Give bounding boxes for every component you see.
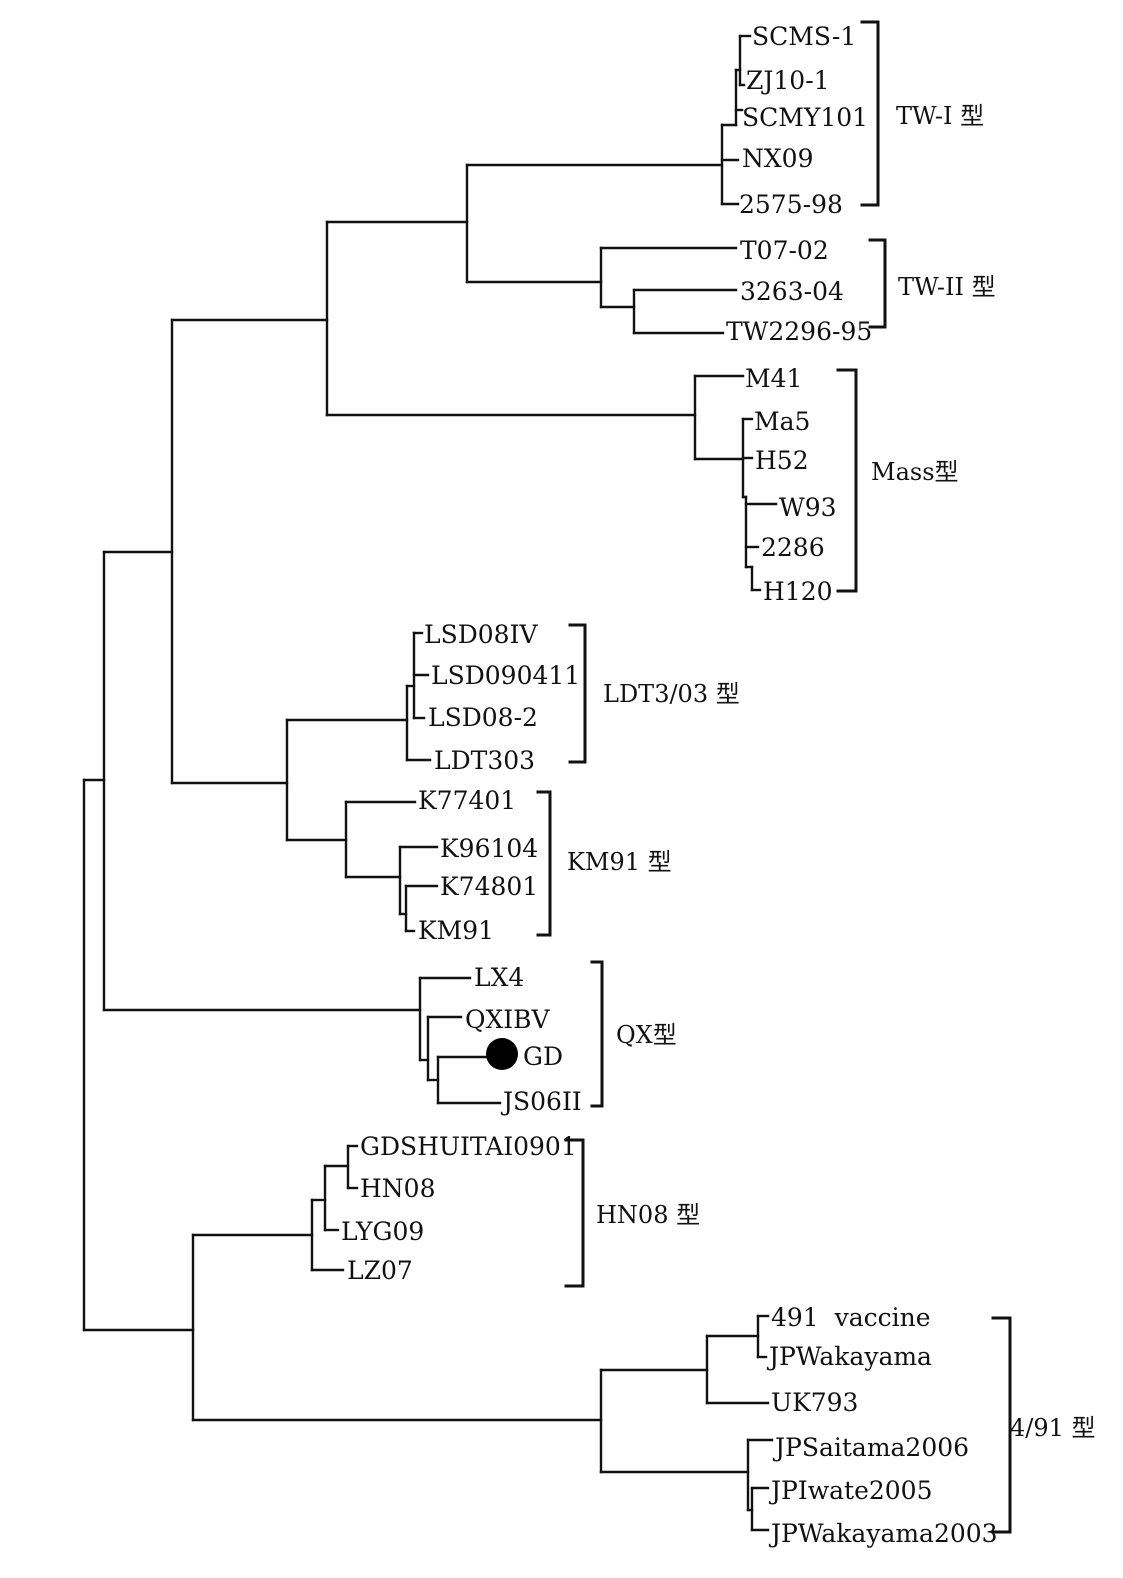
leaf-labels: SCMS-1 ZJ10-1 SCMY101 NX09 2575-98 T07-0… xyxy=(341,22,998,1548)
leaf-label: QXIBV xyxy=(465,1005,551,1034)
clade-bracket xyxy=(568,623,587,764)
leaf-label: SCMS-1 xyxy=(752,22,856,51)
leaf-label: JPWakayama xyxy=(766,1342,932,1371)
leaf-label: 2575-98 xyxy=(739,190,843,219)
clade-bracket xyxy=(564,1138,585,1288)
leaf-label: ZJ10-1 xyxy=(746,66,830,95)
group-label: KM91 型 xyxy=(567,848,672,876)
leaf-label: UK793 xyxy=(771,1388,858,1417)
leaf-label: JPSaitama2006 xyxy=(772,1433,969,1462)
leaf-label: 3263-04 xyxy=(740,277,844,306)
group-label: TW-II 型 xyxy=(898,273,996,301)
tree-branches xyxy=(82,34,778,1532)
group-label: 4/91 型 xyxy=(1010,1414,1096,1442)
group-label: Mass型 xyxy=(871,458,959,486)
leaf-label: 491 vaccine xyxy=(771,1303,931,1332)
group-label: HN08 型 xyxy=(596,1201,700,1229)
leaf-label: K96104 xyxy=(440,834,538,863)
clade-group-labels: TW-I 型 TW-II 型 Mass型 LDT3/03 型 KM91 型 QX… xyxy=(567,102,1096,1442)
clade-bracket xyxy=(536,790,552,937)
clade-bracket xyxy=(836,368,858,593)
group-label: LDT3/03 型 xyxy=(603,680,740,708)
clade-bracket xyxy=(590,960,604,1108)
leaf-label: K74801 xyxy=(440,872,538,901)
leaf-label: K77401 xyxy=(418,786,516,815)
group-label: TW-I 型 xyxy=(896,102,984,130)
leaf-label: H52 xyxy=(755,446,809,475)
highlight-markers xyxy=(486,1038,518,1070)
clade-bracket xyxy=(860,20,880,207)
leaf-label: TW2296-95 xyxy=(726,317,872,346)
leaf-label: LZ07 xyxy=(347,1256,413,1285)
leaf-label: SCMY101 xyxy=(742,103,868,132)
leaf-label: KM91 xyxy=(418,916,494,945)
leaf-label: 2286 xyxy=(761,533,825,562)
leaf-label: JPWakayama2003 xyxy=(768,1519,998,1548)
leaf-label: W93 xyxy=(779,493,837,522)
leaf-label: LYG09 xyxy=(341,1217,424,1246)
leaf-label: LDT303 xyxy=(434,746,535,775)
leaf-label: H120 xyxy=(763,577,833,606)
leaf-label: HN08 xyxy=(360,1174,436,1203)
leaf-label: LSD090411 xyxy=(431,661,580,690)
clade-brackets xyxy=(536,20,1012,1534)
leaf-label: JPIwate2005 xyxy=(768,1476,933,1505)
leaf-label: GD xyxy=(523,1042,563,1071)
leaf-label: LSD08IV xyxy=(424,620,538,649)
leaf-label: M41 xyxy=(745,364,802,393)
leaf-label: LSD08-2 xyxy=(428,703,538,732)
leaf-label: JS06II xyxy=(500,1087,582,1116)
clade-bracket xyxy=(991,1316,1012,1534)
leaf-label: Ma5 xyxy=(754,407,810,436)
leaf-label: LX4 xyxy=(474,963,524,992)
leaf-label: NX09 xyxy=(742,144,813,173)
leaf-label: GDSHUITAI0901 xyxy=(360,1132,577,1161)
gd-highlight-marker xyxy=(486,1038,518,1070)
group-label: QX型 xyxy=(616,1021,677,1049)
leaf-label: T07-02 xyxy=(740,236,829,265)
clade-bracket xyxy=(868,238,887,329)
